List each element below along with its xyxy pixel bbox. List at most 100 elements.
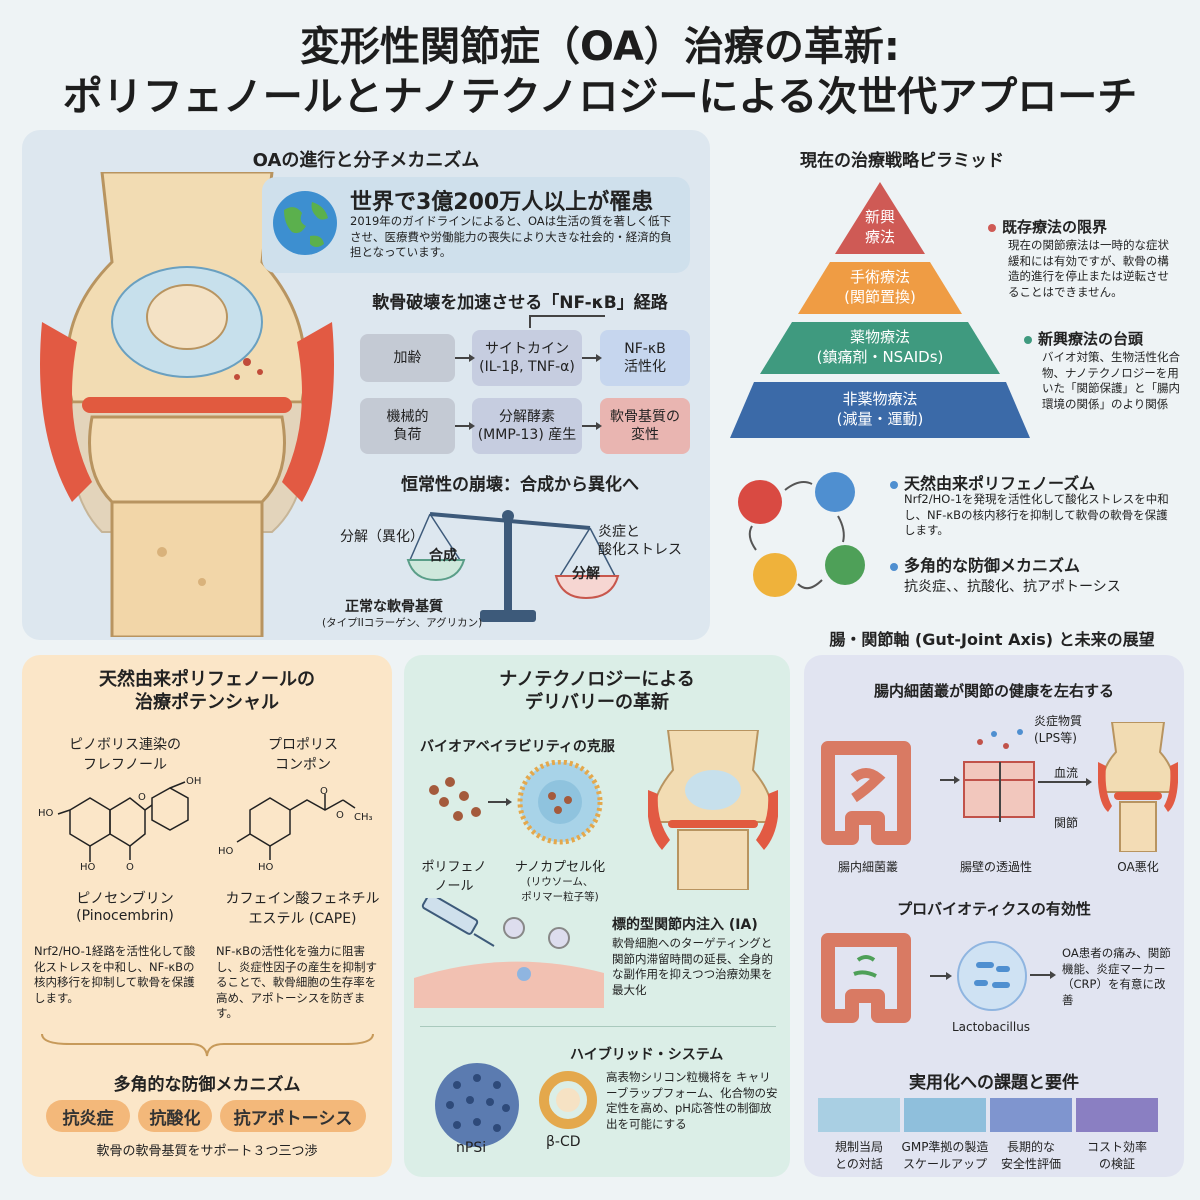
right-compound-text: カフェイン酸フェネチル エステル (CAPE) [225,891,380,927]
flow-nfkb-label: NF-κB 活性化 [624,340,666,375]
emerging-title: 新興療法の台頭 [1024,328,1143,349]
challenge-bar-4 [1076,1098,1158,1132]
left-source-name: ピノボリス連染の フレフノール [40,734,210,774]
challenge-label-4-text: コスト効率 の検証 [1086,1140,1147,1171]
left-compound-name: ピノセンブリン (Pinocembrin) [40,888,210,924]
npsi-label: nPSi [456,1140,487,1156]
microbiome-title: 腸内細菌叢が関節の健康を左右する [873,682,1114,700]
chem-label: HO [258,862,274,873]
pyramid-tier-emerging: 新興 療法 [835,208,925,247]
nanocap-sub: (リウソーム、 ポリマー粒子等) [505,874,615,904]
flow-arrows [455,315,605,430]
globe-icon [273,191,337,255]
pyramid-tier-drug-text: 薬物療法 (鎮痛剤・NSAIDs) [816,328,944,366]
right-source-text: プロポリス コンポン [268,737,338,773]
limit-body: 現在の関節療法は一時的な症状緩和には有効ですが、軟骨の構造的進行を停止または逆転… [1008,238,1169,299]
pill-anti-apoptosis: 抗アポトーシス [220,1100,366,1132]
polyphenol-panel [22,655,392,1177]
lactobacillus-icon [930,941,1027,1011]
challenge-label-1: 規制当局 との対話 [812,1138,906,1172]
left-compound-text: ピノセンブリン (Pinocembrin) [76,891,174,924]
challenge-bar-3 [990,1098,1072,1132]
pyramid-tier-nondrug-text: 非薬物療法 (減量・運動) [836,390,924,428]
balance-left-label: 分解（異化） [340,529,424,545]
injection-icon [414,898,604,1008]
chem-label: O [336,810,344,821]
natural-title-text: 天然由来ポリフェノーズム [904,474,1096,493]
prevalence-body: 2019年のガイドラインによると、OAは生活の質を著しく低下させ、医療費や労働能… [350,214,672,260]
challenge-bar-2 [904,1098,986,1132]
treatment-pyramid [730,182,1030,438]
probiotic-body: OA患者の痛み、関節機能、炎症マーカー（CRP）を有意に改善 [1062,946,1171,1007]
knee-illustration [40,172,334,637]
multi-body: 抗炎症、、抗酸化、抗アポトーシス [904,579,1121,595]
poly-multi-title: 多角的な防御メカニズム [113,1075,301,1095]
blood-label: 血流 [1054,766,1079,780]
page-title-line1: 変形性関節症（OA）治療の革新: [300,24,900,70]
probiotic-intestine-icon [821,933,911,1023]
balance-scale [406,510,620,622]
balance-right-label: 炎症と 酸化ストレス [598,524,682,559]
nanocap-sub-text: (リウソーム、 ポリマー粒子等) [521,876,599,903]
challenge-label-4: コスト効率 の検証 [1070,1138,1164,1172]
nano-divider [420,1026,776,1027]
limit-title: 既存療法の限界 [988,216,1107,237]
multi-title: 多角的な防御メカニズム [890,552,1080,576]
brace-divider [41,1033,374,1057]
challenge-label-3-text: 長期的な 安全性評価 [1000,1140,1061,1171]
challenges-title: 実用化への課題と要件 [909,1073,1079,1093]
inflammatory-text: 炎症物質 (LPS等) [1034,714,1083,745]
pyramid-heading: 現在の治療戦略ピラミッド [800,151,1004,171]
right-compound-name: カフェイン酸フェネチル エステル (CAPE) [210,888,395,928]
inflammatory-label: 炎症物質 (LPS等) [1034,712,1082,746]
balance-title: 恒常性の崩壊：合成から異化へ [401,475,639,495]
ia-title: 標的型関節内注入 (IA) [612,917,758,933]
flow-enzyme-label: 分解酵素 (MMP-13) 産生 [477,408,577,443]
chem-label: CH₃ [354,812,373,823]
gut-knee-icon [1098,722,1178,852]
chem-label: O [138,792,146,803]
normal-matrix-sub: (タイプIIコラーゲン、アグリカン) [322,617,483,629]
gut-flow-label-2: 腸壁の透過性 [959,860,1032,874]
chem-label: HO [218,846,234,857]
probiotic-arrow [1030,971,1056,979]
natural-title: 天然由来ポリフェノーズム [890,470,1095,494]
polyphenol-label: ポリフェノ ノール [414,856,494,894]
emerging-title-text: 新興療法の台頭 [1038,330,1144,348]
cape-structure [236,794,356,860]
oa-panel-heading: OAの進行と分子メカニズム [252,150,480,171]
prevalence-title: 世界で3億200万人以上が罹患 [350,190,654,215]
pill-antioxidant: 抗酸化 [138,1100,212,1132]
lactobacillus-label: Lactobacillus [951,1020,1031,1034]
pyramid-tier-drug: 薬物療法 (鎮痛剤・NSAIDs) [790,328,970,367]
gut-flow-label-1: 腸内細菌叢 [837,860,898,874]
right-source-name: プロポリス コンポン [218,734,388,774]
nano-encapsulation-icon [429,760,603,845]
pyramid-tier-surgery: 手術療法 (関節置換) [810,268,950,307]
pyramid-tier-nondrug: 非薬物療法 (減量・運動) [790,390,970,429]
nano-heading-text: ナノテクノロジーによる デリバリーの革新 [499,669,695,714]
flow-cytokine: サイトカイン (IL-1β, TNF-α) [472,330,582,386]
balance-degrade: 分解 [572,566,600,582]
challenge-label-1-text: 規制当局 との対話 [834,1140,883,1171]
pyramid-tier-emerging-text: 新興 療法 [864,208,895,246]
flow-cytokine-label: サイトカイン (IL-1β, TNF-α) [479,340,575,375]
small-knee-icon [648,730,778,890]
natural-body: Nrf2/HO-1を発現を活性化して酸化ストレスを中和し、NF-κBの核内移行を… [904,492,1169,538]
normal-matrix-label: 正常な軟骨基質 [345,599,443,615]
pill-anti-inflammatory: 抗炎症 [46,1100,130,1132]
bioavailability-title: バイオアベイラビリティの克服 [420,739,615,755]
beta-cd-ring [539,1071,597,1129]
polyphenol-heading: 天然由来ポリフェノールの 治療ポテンシャル [22,668,392,715]
poly-footer: 軟骨の軟骨基質をサポート３つ三つ渉 [96,1144,318,1159]
gut-wall-icon [940,729,1092,822]
gut-joint-header: 腸・関節軸 (Gut-Joint Axis) と未来の展望 [829,630,1155,649]
gut-flow-label-3: OA悪化 [1117,860,1159,874]
multi-title-text: 多角的な防御メカニズム [904,556,1081,575]
npsi-particle [435,1063,519,1147]
joint-label: 関節 [1054,816,1079,830]
challenge-label-2: GMP準拠の製造 スケールアップ [898,1138,992,1172]
hybrid-title: ハイブリッド・システム [570,1047,724,1063]
polyphenol-label-text: ポリフェノ ノール [421,860,487,894]
flow-aging: 加齢 [360,334,455,382]
